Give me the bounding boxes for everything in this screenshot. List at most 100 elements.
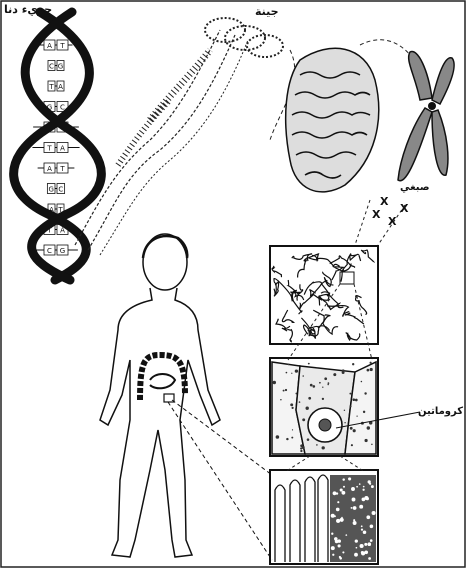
tissue-cell bbox=[353, 519, 355, 521]
tissue-cell bbox=[361, 528, 363, 530]
granule bbox=[316, 444, 318, 446]
base-left-letter: T bbox=[46, 145, 52, 153]
tissue-cell bbox=[353, 506, 357, 510]
tissue-cell bbox=[370, 525, 374, 529]
base-pair: CG bbox=[48, 61, 64, 71]
chromosome-zoom-link-left bbox=[355, 200, 370, 245]
tissue-cell bbox=[351, 487, 355, 491]
ribbon-strand-5 bbox=[150, 50, 210, 120]
granule bbox=[365, 439, 368, 442]
tissue-cell bbox=[342, 551, 344, 553]
tissue-cell bbox=[371, 485, 374, 488]
tissue-cell bbox=[363, 486, 365, 488]
base-left-letter: T bbox=[48, 83, 54, 91]
granule bbox=[356, 415, 357, 416]
label-dna-molecule: جزيء دنا bbox=[4, 3, 52, 16]
base-right-letter: T bbox=[59, 42, 65, 50]
tissue-cell bbox=[342, 478, 344, 480]
tissue-cell bbox=[341, 517, 343, 519]
granule bbox=[283, 390, 285, 392]
dna-helix: ATCGTAGCGCTAATGCATTACG جزيء دنا bbox=[4, 3, 101, 280]
granule bbox=[308, 397, 311, 400]
chromosome-arm-lower-left bbox=[398, 108, 432, 181]
base-right-letter: A bbox=[60, 145, 65, 153]
base-left-letter: C bbox=[49, 63, 54, 71]
granule bbox=[287, 364, 289, 366]
base-pair: AT bbox=[39, 40, 72, 50]
granule bbox=[291, 373, 292, 374]
granule bbox=[363, 411, 365, 413]
tissue-cell bbox=[345, 534, 347, 536]
ribbon-strand-3 bbox=[100, 40, 248, 255]
tissue-cell bbox=[335, 540, 339, 544]
granule bbox=[349, 393, 351, 395]
chromosome-zoom-link-right bbox=[378, 205, 405, 245]
tissue-cell bbox=[334, 515, 336, 517]
tissue-cell bbox=[351, 507, 353, 509]
granule bbox=[370, 362, 372, 364]
granule bbox=[306, 407, 309, 410]
body-to-villi-link-upper bbox=[172, 400, 272, 475]
tissue-cell bbox=[333, 491, 337, 495]
tissue-cell bbox=[343, 486, 345, 488]
base-left-letter: A bbox=[47, 42, 52, 50]
tissue-cell bbox=[339, 557, 342, 560]
tissue-cell bbox=[368, 480, 371, 483]
granule bbox=[319, 382, 321, 384]
tissue-cell bbox=[331, 546, 335, 550]
tissue-cell bbox=[340, 488, 343, 491]
tissue-cell bbox=[348, 477, 351, 480]
granule bbox=[344, 410, 345, 411]
granule bbox=[273, 381, 276, 384]
base-left-letter: A bbox=[47, 165, 52, 173]
tissue-cell bbox=[340, 518, 344, 522]
granule bbox=[353, 398, 356, 401]
granule bbox=[342, 371, 345, 374]
granule bbox=[350, 427, 353, 430]
tissue-cell bbox=[362, 489, 364, 491]
tissue-cell bbox=[361, 525, 363, 527]
base-right-letter: G bbox=[58, 63, 63, 71]
granule bbox=[322, 446, 325, 449]
small-chromosome-2: X bbox=[372, 208, 381, 221]
small-chromosome-1: X bbox=[380, 195, 389, 208]
tissue-cell bbox=[364, 496, 368, 500]
chromosome-arm-upper-left bbox=[409, 52, 432, 100]
granule bbox=[295, 369, 298, 372]
granule bbox=[364, 392, 366, 394]
tissue-cell bbox=[338, 544, 341, 547]
ribbon-strand-1 bbox=[75, 30, 220, 245]
tissue-cell bbox=[359, 483, 361, 485]
granule bbox=[322, 387, 323, 388]
granule bbox=[307, 438, 310, 441]
granule bbox=[361, 381, 363, 383]
cell-nucleolus bbox=[319, 419, 331, 431]
body-to-villi-link-lower bbox=[168, 402, 272, 560]
base-pair: AT bbox=[38, 163, 75, 173]
granule bbox=[324, 377, 327, 380]
tissue-cell bbox=[337, 501, 339, 503]
ribbon-strand-2 bbox=[88, 35, 235, 250]
panel-cells: كروماتين bbox=[270, 358, 463, 456]
tissue-cell bbox=[356, 547, 358, 549]
granule bbox=[286, 372, 288, 374]
granule bbox=[316, 367, 317, 368]
chromosome-centromere bbox=[428, 102, 436, 110]
tissue-cell bbox=[352, 498, 356, 502]
tissue-cell bbox=[356, 486, 358, 488]
tissue-cell bbox=[363, 530, 367, 534]
small-chromosomes: X X X X bbox=[372, 195, 409, 228]
small-chromosome-4: X bbox=[400, 202, 409, 215]
chromosome-arm-upper-right bbox=[432, 58, 454, 104]
tissue-cell bbox=[332, 554, 334, 556]
label-chromosome: صبغي bbox=[400, 182, 430, 193]
gene-coil-1 bbox=[205, 18, 245, 42]
panel-intestinal-villi bbox=[270, 470, 378, 564]
granule bbox=[344, 422, 345, 423]
tissue-cell bbox=[336, 508, 340, 512]
granule bbox=[333, 373, 336, 376]
human-body bbox=[100, 234, 272, 560]
granule bbox=[351, 444, 353, 446]
